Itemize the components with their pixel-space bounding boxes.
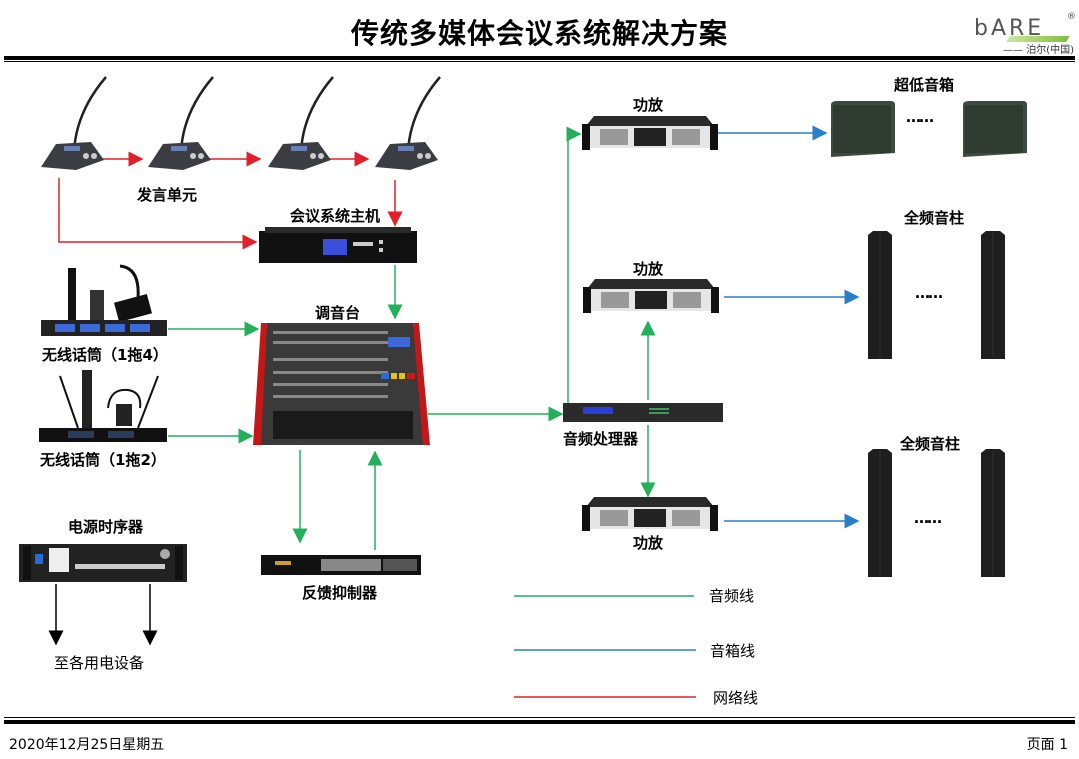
subwoofer-2 — [963, 101, 1027, 157]
registered-mark: ® — [1067, 12, 1076, 22]
logo-subtitle: —— 泊尔(中国) — [1003, 45, 1074, 56]
column-top-label: 全频音柱 — [904, 209, 965, 227]
wireless-mic-2-receiver — [39, 370, 167, 442]
header-divider — [4, 56, 1075, 60]
legend-label-audio: 音频线 — [709, 587, 755, 605]
footer-divider — [4, 720, 1075, 724]
feedback-suppressor-unit — [261, 555, 421, 575]
subwoofer-1 — [831, 101, 895, 157]
amp-bottom-label: 功放 — [633, 534, 664, 552]
amplifier-top — [582, 116, 718, 150]
net-line-unit1-host — [58, 178, 258, 250]
speech-unit-4 — [375, 76, 441, 170]
footer-date: 2020年12月25日星期五 — [9, 737, 165, 753]
audio-mixer — [253, 323, 430, 445]
wireless-mic-4-label: 无线话筒（1拖4） — [42, 346, 168, 364]
audio-line-processor-amp-top — [566, 126, 582, 404]
amplifier-mid — [583, 279, 719, 313]
subwoofer-label: 超低音箱 — [894, 76, 955, 94]
column-speaker-top-1 — [868, 231, 892, 359]
amp-top-label: 功放 — [633, 96, 664, 114]
power-sequencer-unit — [19, 544, 187, 582]
speech-units-label: 发言单元 — [137, 186, 198, 204]
power-sequencer-label: 电源时序器 — [68, 518, 144, 536]
audio-processor-label: 音频处理器 — [563, 430, 639, 448]
amplifier-bottom — [582, 497, 718, 531]
power-output-label: 至各用电设备 — [54, 654, 145, 672]
column-bottom-ellipsis: …… — [914, 509, 942, 527]
column-bottom-label: 全频音柱 — [900, 435, 961, 453]
footer-page-number: 页面 1 — [1026, 737, 1068, 753]
legend-label-speaker: 音箱线 — [710, 642, 756, 660]
speech-unit-2 — [148, 76, 214, 170]
header-divider-thin — [4, 61, 1075, 62]
speech-unit-1 — [41, 76, 107, 170]
column-speaker-bottom-1 — [868, 449, 892, 577]
mixer-label: 调音台 — [315, 304, 361, 322]
column-top-ellipsis: …… — [915, 284, 943, 302]
brand-logo: bARE ® —— 泊尔(中国) — [968, 12, 1078, 56]
wireless-mic-4-receiver — [41, 264, 167, 336]
page-title: 传统多媒体会议系统解决方案 — [350, 17, 728, 50]
conference-host-label: 会议系统主机 — [290, 207, 381, 225]
column-speaker-top-2 — [981, 231, 1005, 359]
legend-label-network: 网络线 — [713, 689, 759, 707]
feedback-suppressor-label: 反馈抑制器 — [302, 584, 378, 602]
conference-host-unit — [259, 227, 417, 263]
amp-mid-label: 功放 — [633, 260, 664, 278]
column-speaker-bottom-2 — [981, 449, 1005, 577]
speech-unit-3 — [268, 76, 334, 170]
wireless-mic-2-label: 无线话筒（1拖2） — [40, 451, 166, 469]
subwoofer-ellipsis: …… — [906, 108, 934, 126]
audio-processor-unit — [563, 403, 723, 422]
footer-divider-thin — [4, 717, 1075, 718]
